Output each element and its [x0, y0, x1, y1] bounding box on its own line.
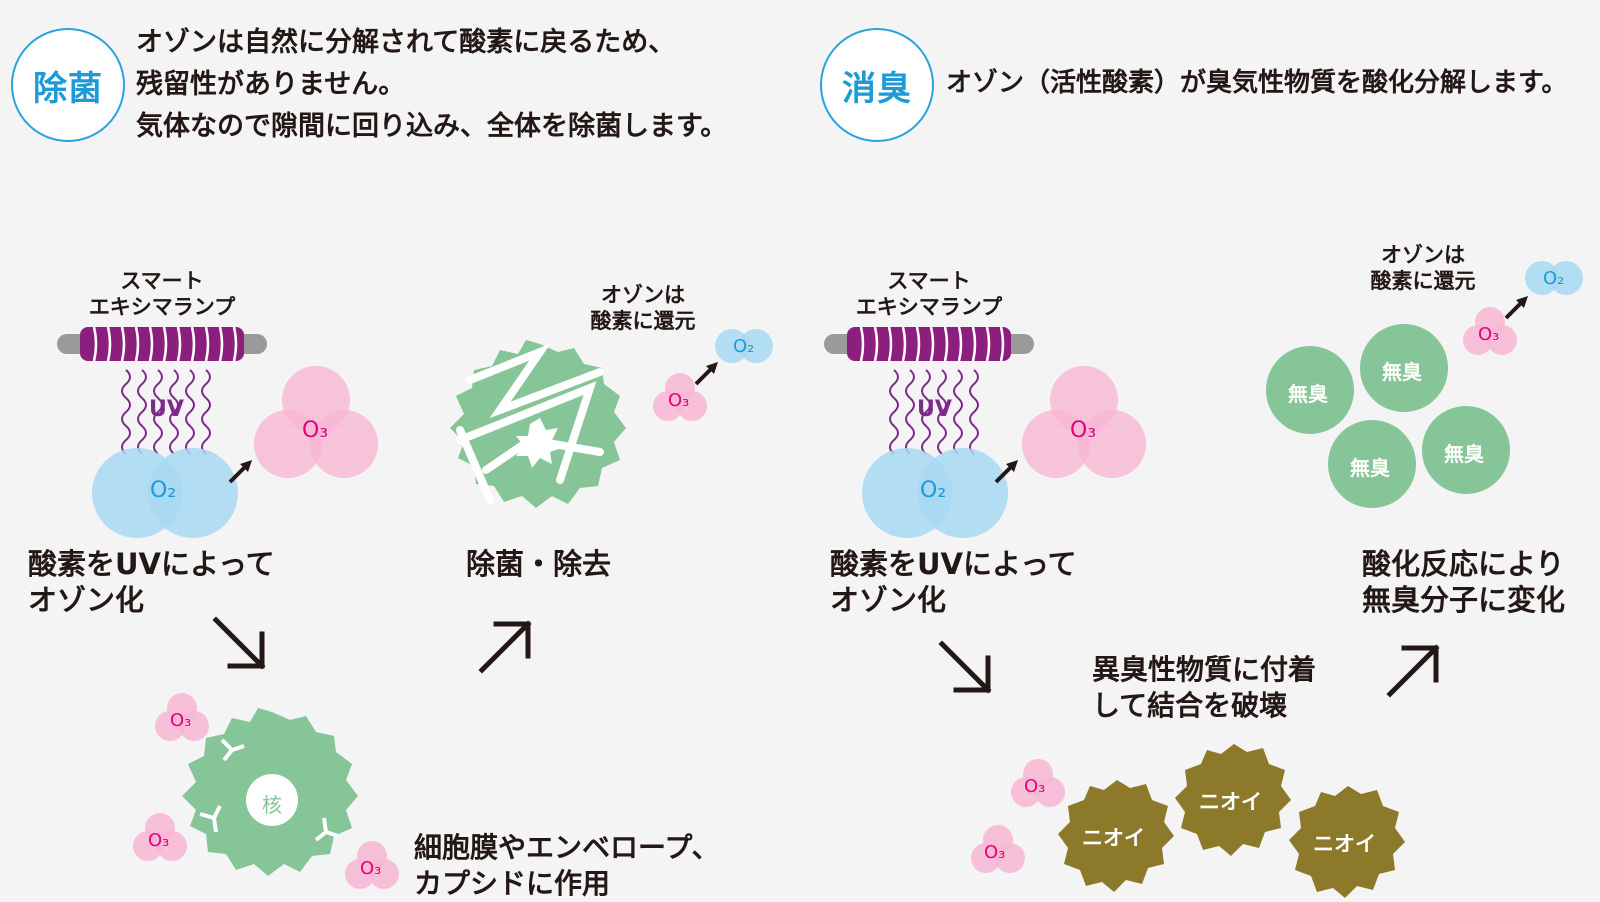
- step2-caption: 細胞膜やエンベロープ、 カプシドに作用: [414, 831, 720, 900]
- uv-label: UV: [917, 397, 952, 422]
- odorless-label: 無臭: [1288, 382, 1328, 406]
- lamp-label: スマート エキシマランプ: [88, 269, 236, 319]
- o3-label: O₃: [1070, 418, 1097, 443]
- intro-line-3: 気体なので隙間に回り込み、全体を除菌します。: [136, 111, 728, 142]
- o3-small-label: O₃: [170, 710, 192, 731]
- nucleus-label: 核: [262, 793, 282, 817]
- deodorize-badge-label: 消臭: [842, 68, 912, 109]
- step1-caption: 酸素をUVによって オゾン化: [830, 547, 1077, 617]
- odor-label: ニオイ: [1199, 790, 1262, 814]
- small-arrow-icon: [694, 360, 720, 386]
- excimer-lamp-icon: [822, 325, 1036, 363]
- odor-molecule-icons: [1058, 744, 1405, 898]
- step3-caption: 除菌・除去: [466, 547, 612, 581]
- o3-label: O₃: [302, 418, 329, 443]
- o2-small-label: O₂: [1543, 268, 1565, 289]
- o2-small-label: O₂: [733, 336, 755, 357]
- sterilize-badge-label: 除菌: [33, 68, 103, 109]
- sterilize-badge: 除菌: [11, 28, 125, 142]
- arrow-down-right-icon: [216, 620, 262, 666]
- return-label: オゾンは 酸素に還元: [590, 283, 696, 333]
- step1-caption: 酸素をUVによって オゾン化: [28, 547, 275, 617]
- bacteria-cell-icon: [182, 708, 358, 876]
- intro-line-2: 残留性がありません。: [136, 69, 406, 100]
- excimer-lamp-icon: [55, 325, 269, 363]
- sterilize-intro: オゾンは自然に分解されて酸素に戻るため、 残留性がありません。 気体なので隙間に…: [136, 22, 727, 148]
- o3-small-label: O₃: [1478, 324, 1500, 345]
- o2-label: O₂: [920, 478, 947, 503]
- step3-caption: 酸化反応により 無臭分子に変化: [1362, 547, 1566, 617]
- arrow-up-right-icon: [1390, 648, 1436, 694]
- odorless-label: 無臭: [1382, 360, 1422, 384]
- return-label: オゾンは 酸素に還元: [1370, 243, 1476, 293]
- o3-small-label: O₃: [148, 830, 170, 851]
- lamp-label: スマート エキシマランプ: [855, 269, 1003, 319]
- o2-label: O₂: [150, 478, 177, 503]
- uv-label: UV: [149, 397, 184, 422]
- o3-small-label: O₃: [360, 858, 382, 879]
- odorless-label: 無臭: [1350, 456, 1390, 480]
- odor-label: ニオイ: [1082, 826, 1145, 850]
- odorless-molecule-icons: [1266, 324, 1510, 508]
- intro-line-1: オゾンは自然に分解されて酸素に戻るため、: [136, 27, 676, 58]
- step2-caption: 異臭性物質に付着 して結合を破壊: [1092, 653, 1317, 722]
- o3-small-label: O₃: [1024, 776, 1046, 797]
- small-arrow-icon: [1504, 294, 1530, 320]
- odor-label: ニオイ: [1313, 832, 1376, 856]
- deodorize-badge: 消臭: [820, 28, 934, 142]
- deodorize-intro: オゾン（活性酸素）が臭気性物質を酸化分解します。: [946, 68, 1568, 98]
- arrow-down-right-icon: [942, 644, 988, 690]
- arrow-up-right-icon: [482, 624, 528, 670]
- destroyed-cell-icon: [450, 340, 626, 508]
- small-arrow-icon: [228, 458, 254, 484]
- o3-small-label: O₃: [668, 390, 690, 411]
- o3-small-label: O₃: [984, 842, 1006, 863]
- odorless-label: 無臭: [1444, 442, 1484, 466]
